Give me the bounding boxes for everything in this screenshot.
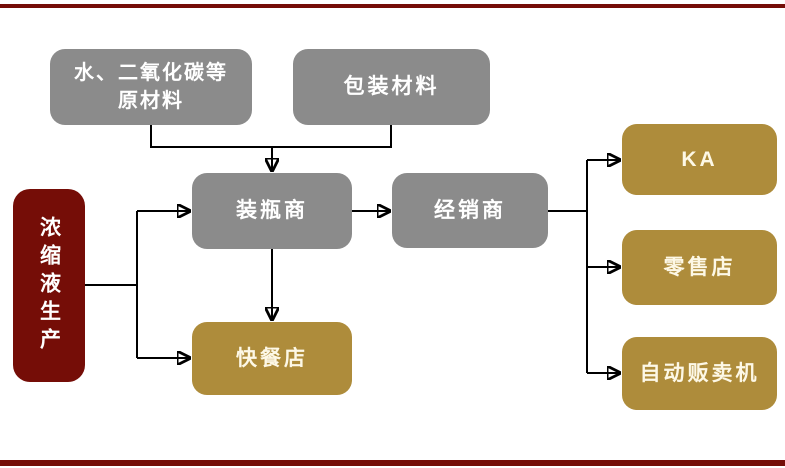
node-bottler-label: 装瓶商 bbox=[236, 199, 308, 222]
node-raw-materials-label-line2: 原材料 bbox=[118, 90, 184, 112]
node-distributor: 经销商 bbox=[392, 173, 548, 248]
node-concentrate-production-label: 浓缩液生产 bbox=[37, 215, 61, 356]
node-vending-machine-label: 自动贩卖机 bbox=[639, 361, 760, 385]
node-retail-store: 零售店 bbox=[622, 230, 777, 305]
node-ka-channel: KA bbox=[622, 124, 777, 195]
node-raw-materials: 水、二氧化碳等 原材料 bbox=[50, 49, 252, 125]
node-packaging-materials: 包装材料 bbox=[293, 49, 490, 125]
node-raw-materials-label-line1: 水、二氧化碳等 bbox=[74, 62, 228, 84]
node-packaging-materials-label: 包装材料 bbox=[343, 75, 440, 98]
node-fast-food-store: 快餐店 bbox=[192, 322, 352, 395]
node-distributor-label: 经销商 bbox=[434, 198, 506, 222]
node-bottler: 装瓶商 bbox=[192, 173, 352, 249]
node-retail-store-label: 零售店 bbox=[663, 255, 736, 279]
edge-inputs-bus bbox=[150, 125, 392, 148]
node-fast-food-store-label: 快餐店 bbox=[236, 346, 308, 370]
top-accent-bar bbox=[0, 4, 785, 8]
node-concentrate-production: 浓缩液生产 bbox=[13, 189, 85, 382]
bottom-accent-bar bbox=[0, 460, 785, 466]
node-ka-channel-label: KA bbox=[681, 147, 718, 171]
node-vending-machine: 自动贩卖机 bbox=[622, 337, 777, 410]
